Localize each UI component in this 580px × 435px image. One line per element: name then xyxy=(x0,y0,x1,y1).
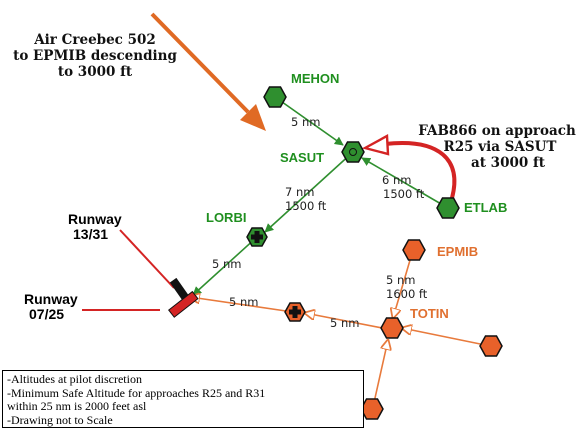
runway-icon xyxy=(168,277,199,318)
air-creebec-arrow xyxy=(150,12,266,131)
leg-etlab-sasut-alt: 1500 ft xyxy=(383,187,425,201)
air-creebec-line-2: to EPMIB descending xyxy=(13,48,177,64)
runway-0725-label: Runway xyxy=(24,291,78,307)
route-east-totin xyxy=(402,328,491,347)
route-sasut-lorbi xyxy=(264,151,354,233)
fix-label-sasut: SASUT xyxy=(280,150,324,165)
fix-etlab-icon xyxy=(436,197,460,219)
air-creebec-line-3: to 3000 ft xyxy=(58,64,133,80)
leg-sasut-lorbi-dist: 7 nm xyxy=(285,185,314,199)
leg-epmib-totin-dist: 5 nm xyxy=(386,273,415,287)
leg-etlab-sasut-dist: 6 nm xyxy=(382,173,411,187)
fab866-line-1: FAB866 on approach xyxy=(418,123,576,139)
route-totin-cross xyxy=(305,313,383,329)
green-routes xyxy=(192,96,449,296)
leg-mehon-sasut: 5 nm xyxy=(291,115,320,129)
leg-epmib-totin-alt: 1600 ft xyxy=(386,287,428,301)
fix-label-mehon: MEHON xyxy=(291,71,339,86)
route-epmib-totin xyxy=(393,249,414,318)
fix-lorbi-icon xyxy=(246,227,268,247)
leg-cross-runway: 5 nm xyxy=(229,295,258,309)
runway-1331-label: Runway xyxy=(68,211,122,227)
fab866-arrow xyxy=(361,134,457,199)
runway-1331-number: 13/31 xyxy=(73,226,108,242)
leg-totin-cross: 5 nm xyxy=(330,316,359,330)
fix-east-icon xyxy=(479,335,503,357)
fix-south-icon xyxy=(360,398,384,420)
air-creebec-annotation: Air Creebec 502 to EPMIB descending to 3… xyxy=(13,32,177,80)
fix-label-etlab: ETLAB xyxy=(464,200,507,215)
note-line: -Altitudes at pilot discretion xyxy=(7,372,142,386)
fix-epmib-icon xyxy=(402,239,426,261)
route-mehon-sasut xyxy=(274,96,344,146)
route-etlab-sasut xyxy=(361,157,449,209)
runway-pointers xyxy=(82,229,175,311)
orange-routes xyxy=(190,249,491,408)
route-south-totin xyxy=(372,340,388,408)
runway-0725-number: 07/25 xyxy=(29,306,64,322)
route-cross-runway xyxy=(190,297,287,312)
fix-label-totin: TOTIN xyxy=(410,306,449,321)
leg-sasut-lorbi-alt: 1500 ft xyxy=(285,199,327,213)
leg-lorbi-runway: 5 nm xyxy=(212,257,241,271)
fix-cross-icon xyxy=(284,302,306,322)
fix-label-epmib: EPMIB xyxy=(437,244,478,259)
fab866-line-2: R25 via SASUT xyxy=(444,139,557,155)
notes-box: -Altitudes at pilot discretion -Minimum … xyxy=(2,370,364,428)
fix-totin-icon xyxy=(380,317,404,339)
note-line: -Minimum Safe Altitude for approaches R2… xyxy=(7,385,266,400)
note-line: within 25 nm is 2000 feet asl xyxy=(7,399,147,413)
route-lorbi-runway xyxy=(192,236,258,296)
air-creebec-line-1: Air Creebec 502 xyxy=(33,32,156,48)
fix-label-lorbi: LORBI xyxy=(206,210,246,225)
fix-sasut-icon xyxy=(341,141,365,163)
fab866-line-3: at 3000 ft xyxy=(471,155,546,171)
note-line: -Drawing not to Scale xyxy=(7,412,113,427)
fix-mehon-icon xyxy=(263,86,287,108)
fab866-annotation: FAB866 on approach R25 via SASUT at 3000… xyxy=(418,123,576,171)
